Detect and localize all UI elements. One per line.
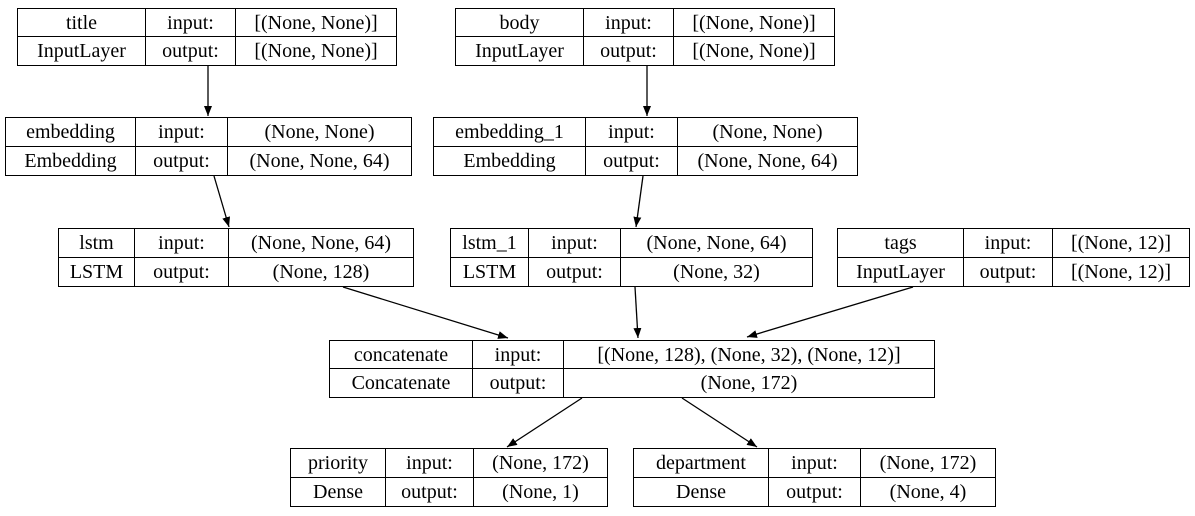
input-label-cell: input: — [473, 341, 564, 369]
edge-lstm_1-to-concatenate — [633, 286, 642, 339]
input-shape-cell: (None, 172) — [474, 449, 607, 478]
layer-node-embedding_1: embedding_1 input: (None, None) Embeddin… — [433, 117, 858, 176]
output-label-cell: output: — [584, 37, 674, 65]
layer-node-concatenate: concatenate input: [(None, 128), (None, … — [329, 340, 935, 398]
output-label-cell: output: — [386, 477, 474, 506]
input-shape-cell: [(None, None)] — [674, 9, 834, 37]
layer-node-embedding: embedding input: (None, None) Embedding … — [5, 117, 412, 176]
layer-name-cell: body — [456, 9, 584, 37]
output-label-cell: output: — [964, 257, 1053, 286]
layer-node-body: body input: [(None, None)] InputLayer ou… — [455, 8, 835, 66]
input-shape-cell: [(None, 12)] — [1053, 229, 1189, 258]
output-label-cell: output: — [136, 146, 228, 175]
layer-name-cell: tags — [838, 229, 964, 258]
input-label-cell: input: — [584, 9, 674, 37]
layer-node-title: title input: [(None, None)] InputLayer o… — [17, 8, 397, 66]
input-label-cell: input: — [529, 229, 621, 258]
output-shape-cell: (None, 128) — [272, 260, 370, 283]
input-label-cell: input: — [135, 229, 229, 258]
output-label-cell: output: — [769, 477, 861, 506]
edge-tags-to-concatenate — [746, 286, 914, 338]
layer-node-lstm_1: lstm_1 input: (None, None, 64) LSTM outp… — [450, 228, 813, 287]
edge-lstm-to-concatenate — [342, 286, 509, 339]
edge-embedding_1-to-lstm_1 — [633, 175, 644, 228]
layer-name-cell: embedding_1 — [434, 118, 586, 147]
layer-type-cell: Embedding — [434, 146, 586, 175]
input-label-cell: input: — [964, 229, 1053, 258]
layer-type-cell: InputLayer — [18, 37, 146, 65]
layer-type-cell: LSTM — [451, 257, 529, 286]
layer-node-department: department input: (None, 172) Dense outp… — [633, 448, 996, 507]
edge-concatenate-to-department — [681, 397, 758, 448]
input-shape-cell: (None, 172) — [861, 449, 995, 478]
output-label-cell: output: — [586, 146, 678, 175]
layer-node-priority: priority input: (None, 172) Dense output… — [290, 448, 608, 507]
layer-name-cell: lstm_1 — [451, 229, 529, 258]
output-shape-cell: (None, 1) — [502, 480, 579, 503]
output-shape-cell: [(None, 12)] — [1071, 260, 1171, 283]
output-shape-cell: (None, 4) — [889, 480, 967, 503]
input-shape-cell: [(None, None)] — [236, 9, 396, 37]
output-label-cell: output: — [146, 37, 236, 65]
layer-type-cell: LSTM — [59, 257, 135, 286]
layer-type-cell: Dense — [634, 477, 769, 506]
input-label-cell: input: — [586, 118, 678, 147]
output-label-cell: output: — [529, 257, 621, 286]
layer-type-cell: InputLayer — [838, 257, 964, 286]
layer-name-cell: embedding — [6, 118, 136, 147]
input-shape-cell: (None, None) — [678, 118, 857, 147]
output-shape-cell: (None, None, 64) — [697, 149, 838, 172]
input-shape-cell: [(None, 128), (None, 32), (None, 12)] — [564, 341, 934, 369]
edge-concatenate-to-priority — [506, 397, 583, 448]
input-shape-cell: (None, None, 64) — [229, 229, 413, 258]
layer-type-cell: Embedding — [6, 146, 136, 175]
layer-name-cell: priority — [291, 449, 386, 478]
input-label-cell: input: — [136, 118, 228, 147]
layer-type-cell: Concatenate — [330, 369, 473, 397]
input-shape-cell: (None, None, 64) — [621, 229, 812, 258]
output-shape-cell: (None, 172) — [700, 372, 798, 394]
layer-type-cell: InputLayer — [456, 37, 584, 65]
edge-embedding-to-lstm — [213, 175, 231, 228]
layer-name-cell: department — [634, 449, 769, 478]
output-label-cell: output: — [135, 257, 229, 286]
layer-name-cell: concatenate — [330, 341, 473, 369]
output-shape-cell: (None, 32) — [673, 260, 760, 283]
output-shape-cell: [(None, None)] — [254, 40, 378, 62]
output-label-cell: output: — [473, 369, 564, 397]
input-label-cell: input: — [386, 449, 474, 478]
output-shape-cell: [(None, None)] — [692, 40, 816, 62]
layer-name-cell: lstm — [59, 229, 135, 258]
input-shape-cell: (None, None) — [228, 118, 411, 147]
output-shape-cell: (None, None, 64) — [249, 149, 390, 172]
layer-node-tags: tags input: [(None, 12)] InputLayer outp… — [837, 228, 1190, 287]
layer-type-cell: Dense — [291, 477, 386, 506]
layer-node-lstm: lstm input: (None, None, 64) LSTM output… — [58, 228, 414, 287]
input-label-cell: input: — [769, 449, 861, 478]
layer-name-cell: title — [18, 9, 146, 37]
input-label-cell: input: — [146, 9, 236, 37]
